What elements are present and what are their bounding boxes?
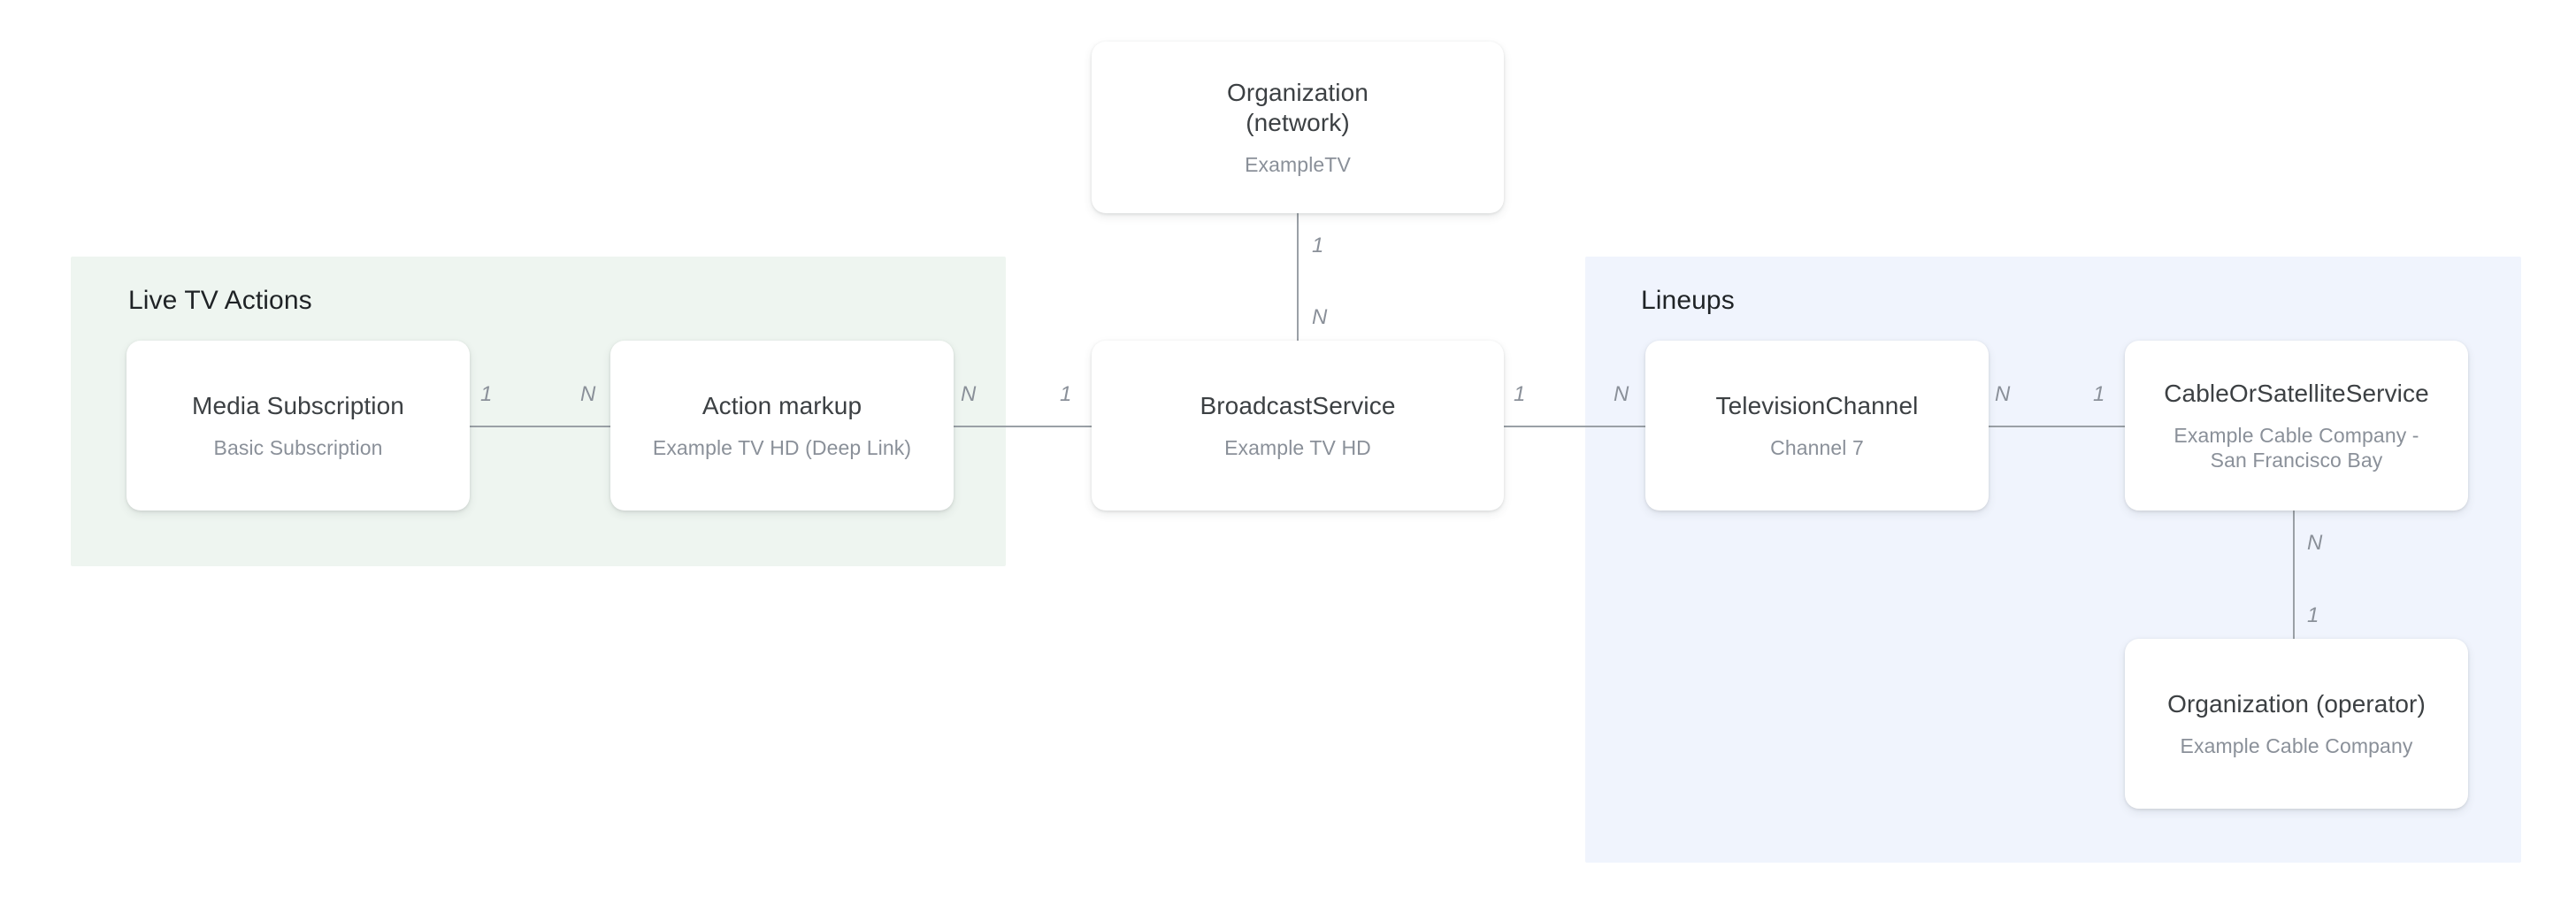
- edge-label-cable-or-satellite-source: N: [2307, 531, 2323, 555]
- node-organization-network[interactable]: Organization (network) ExampleTV: [1092, 42, 1504, 213]
- node-broadcast-service[interactable]: BroadcastService Example TV HD: [1092, 341, 1504, 511]
- edge-label-organization-network-source: 1: [1312, 234, 1324, 257]
- node-title-media-subscription: Media Subscription: [192, 391, 404, 419]
- node-title-broadcast-service: BroadcastService: [1200, 391, 1396, 419]
- edge-label-action-markup-target: 1: [1060, 382, 1072, 406]
- node-title-cable-or-satellite-service: CableOrSatelliteService: [2164, 379, 2429, 407]
- edge-media-subscription-to-action-markup: [466, 426, 615, 427]
- node-title-organization-network: Organization (network): [1227, 78, 1368, 136]
- edge-label-broadcast-service-target: N: [1614, 382, 1629, 406]
- panel-title-lineups: Lineups: [1641, 286, 1735, 315]
- node-subtitle-action-markup: Example TV HD (Deep Link): [652, 436, 912, 460]
- node-television-channel[interactable]: TelevisionChannel Channel 7: [1645, 341, 1989, 511]
- node-subtitle-broadcast-service: Example TV HD: [1224, 436, 1371, 460]
- node-title-organization-operator: Organization (operator): [2167, 689, 2426, 718]
- edge-television-channel-to-cable-or-satellite-service: [1985, 426, 2128, 427]
- node-action-markup[interactable]: Action markup Example TV HD (Deep Link): [610, 341, 954, 511]
- edge-label-media-subscription-target: N: [580, 382, 596, 406]
- edge-label-action-markup-source: N: [961, 382, 977, 406]
- edge-cable-or-satellite-service-to-organization-operator: [2293, 511, 2295, 640]
- edge-label-cable-or-satellite-target: 1: [2307, 603, 2319, 627]
- node-title-action-markup: Action markup: [702, 391, 862, 419]
- node-subtitle-cable-or-satellite-service: Example Cable Company - San Francisco Ba…: [2174, 424, 2419, 472]
- node-organization-operator[interactable]: Organization (operator) Example Cable Co…: [2125, 639, 2468, 809]
- node-title-television-channel: TelevisionChannel: [1715, 391, 1919, 419]
- node-subtitle-television-channel: Channel 7: [1770, 436, 1864, 460]
- node-cable-or-satellite-service[interactable]: CableOrSatelliteService Example Cable Co…: [2125, 341, 2468, 511]
- node-subtitle-organization-network: ExampleTV: [1245, 153, 1351, 177]
- node-subtitle-media-subscription: Basic Subscription: [213, 436, 383, 460]
- edge-broadcast-service-to-television-channel: [1500, 426, 1649, 427]
- edge-action-markup-to-broadcast-service: [950, 426, 1095, 427]
- panel-title-live-tv-actions: Live TV Actions: [128, 286, 312, 315]
- edge-label-broadcast-service-source: 1: [1514, 382, 1526, 406]
- edge-label-television-channel-target: 1: [2093, 382, 2105, 406]
- edge-label-television-channel-source: N: [1995, 382, 2011, 406]
- edge-label-organization-network-target: N: [1312, 305, 1328, 329]
- node-media-subscription[interactable]: Media Subscription Basic Subscription: [126, 341, 470, 511]
- node-subtitle-organization-operator: Example Cable Company: [2180, 734, 2413, 758]
- edge-organization-network-to-broadcast-service: [1297, 213, 1299, 341]
- edge-label-media-subscription-source: 1: [480, 382, 493, 406]
